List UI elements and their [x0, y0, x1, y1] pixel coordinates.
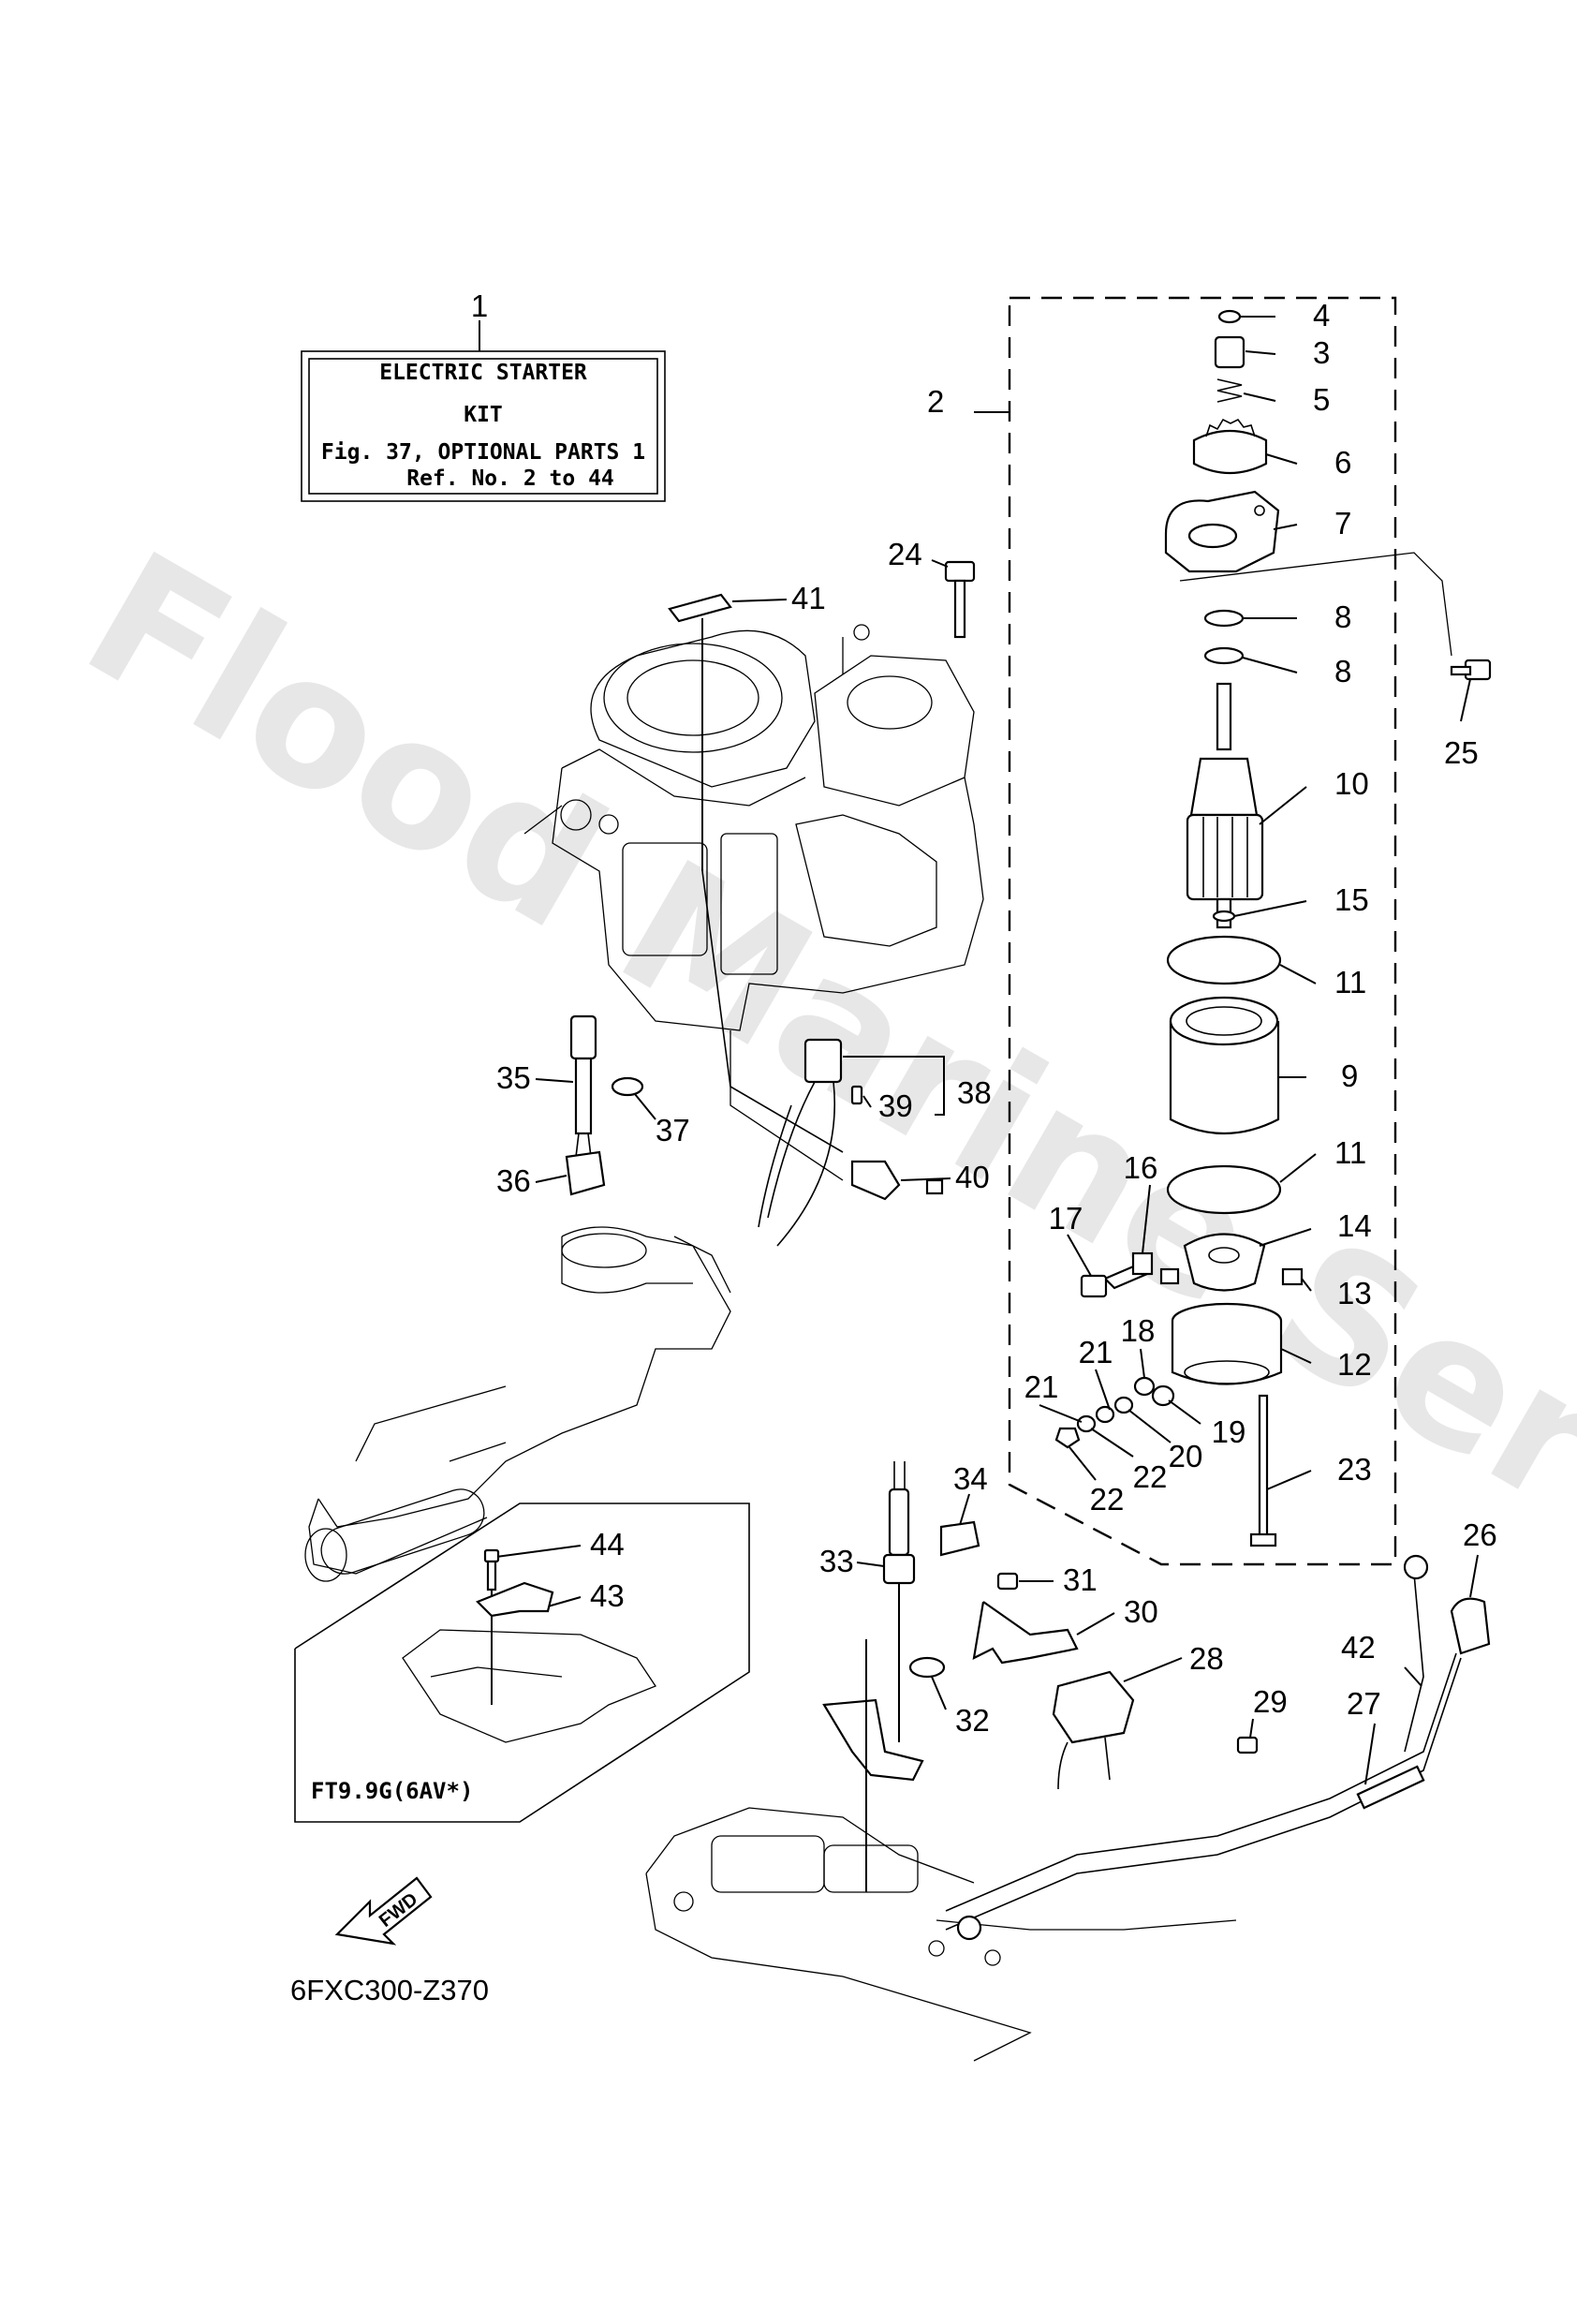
inset-parts	[476, 1548, 554, 1618]
callout-32: 32	[955, 1703, 990, 1738]
callout-22a: 22	[1133, 1459, 1168, 1494]
engine-block-outline	[523, 624, 984, 1181]
callout-17: 17	[1049, 1201, 1083, 1236]
callout-6: 6	[1334, 445, 1351, 480]
callout-22b: 22	[1090, 1482, 1125, 1517]
callout-42: 42	[1341, 1630, 1376, 1665]
kit-title-line1: ELECTRIC STARTER	[379, 361, 587, 385]
callout-24: 24	[888, 537, 922, 571]
starter-motor-parts	[1054, 309, 1304, 1547]
callout-10: 10	[1334, 766, 1369, 801]
callout-31: 31	[1063, 1562, 1098, 1597]
callout-21a: 21	[1079, 1335, 1113, 1369]
kit-title-line2: KIT	[464, 403, 503, 427]
callout-43: 43	[590, 1578, 625, 1613]
callout-labels: 1 2 3 4 5 6 7 8 8 9 10 11 11 12 13 14 15…	[471, 289, 1497, 1785]
callout-27: 27	[1347, 1686, 1381, 1721]
inset-title: FT9.9G(6AV*)	[311, 1778, 473, 1804]
callout-8a: 8	[1334, 600, 1351, 634]
callout-14: 14	[1337, 1208, 1372, 1243]
callout-13: 13	[1337, 1276, 1372, 1310]
callout-11a: 11	[1334, 965, 1366, 999]
figure-code: 6FXC300-Z370	[290, 1974, 489, 2006]
callout-21b: 21	[1024, 1369, 1059, 1404]
callout-12: 12	[1337, 1347, 1372, 1382]
callout-1: 1	[471, 289, 488, 323]
callout-35: 35	[496, 1060, 531, 1095]
bottom-cowling-outline	[645, 1807, 1237, 2062]
lower-unit-outline	[304, 1226, 731, 1582]
callout-33: 33	[819, 1544, 854, 1578]
callout-40: 40	[955, 1160, 990, 1194]
callout-28: 28	[1189, 1641, 1224, 1676]
callout-18: 18	[1121, 1313, 1156, 1348]
callout-15: 15	[1334, 882, 1369, 917]
callout-44: 44	[590, 1527, 625, 1562]
callout-26: 26	[1463, 1517, 1497, 1552]
callout-2: 2	[927, 384, 944, 419]
callout-16: 16	[1124, 1150, 1158, 1185]
callout-37: 37	[656, 1113, 690, 1147]
kit-figure-ref: Fig. 37, OPTIONAL PARTS 1	[321, 440, 645, 465]
callout-9: 9	[1341, 1058, 1358, 1093]
callout-23: 23	[1337, 1452, 1372, 1487]
fwd-arrow: FWD	[334, 1876, 433, 1946]
starter-assembly-boundary	[1008, 296, 1397, 1566]
callout-41: 41	[791, 581, 826, 615]
callout-11b: 11	[1334, 1135, 1366, 1170]
callout-38: 38	[957, 1075, 992, 1110]
callout-39: 39	[878, 1088, 913, 1123]
callout-30: 30	[1124, 1594, 1158, 1629]
callout-25: 25	[1444, 735, 1479, 770]
callout-36: 36	[496, 1163, 531, 1198]
callout-7: 7	[1334, 506, 1351, 540]
kit-ref-range: Ref. No. 2 to 44	[406, 466, 614, 491]
callout-34: 34	[953, 1461, 988, 1496]
inset-ft99g: FT9.9G(6AV*)	[294, 1502, 750, 1823]
kit-label-box: ELECTRIC STARTER KIT Fig. 37, OPTIONAL P…	[301, 320, 666, 502]
callout-19: 19	[1212, 1414, 1246, 1449]
misc-parts	[565, 552, 1492, 1941]
callout-29: 29	[1253, 1684, 1288, 1719]
callout-20: 20	[1169, 1439, 1203, 1473]
callout-8b: 8	[1334, 654, 1351, 688]
callout-4: 4	[1313, 298, 1330, 333]
callout-3: 3	[1313, 335, 1330, 370]
callout-5: 5	[1313, 382, 1330, 417]
